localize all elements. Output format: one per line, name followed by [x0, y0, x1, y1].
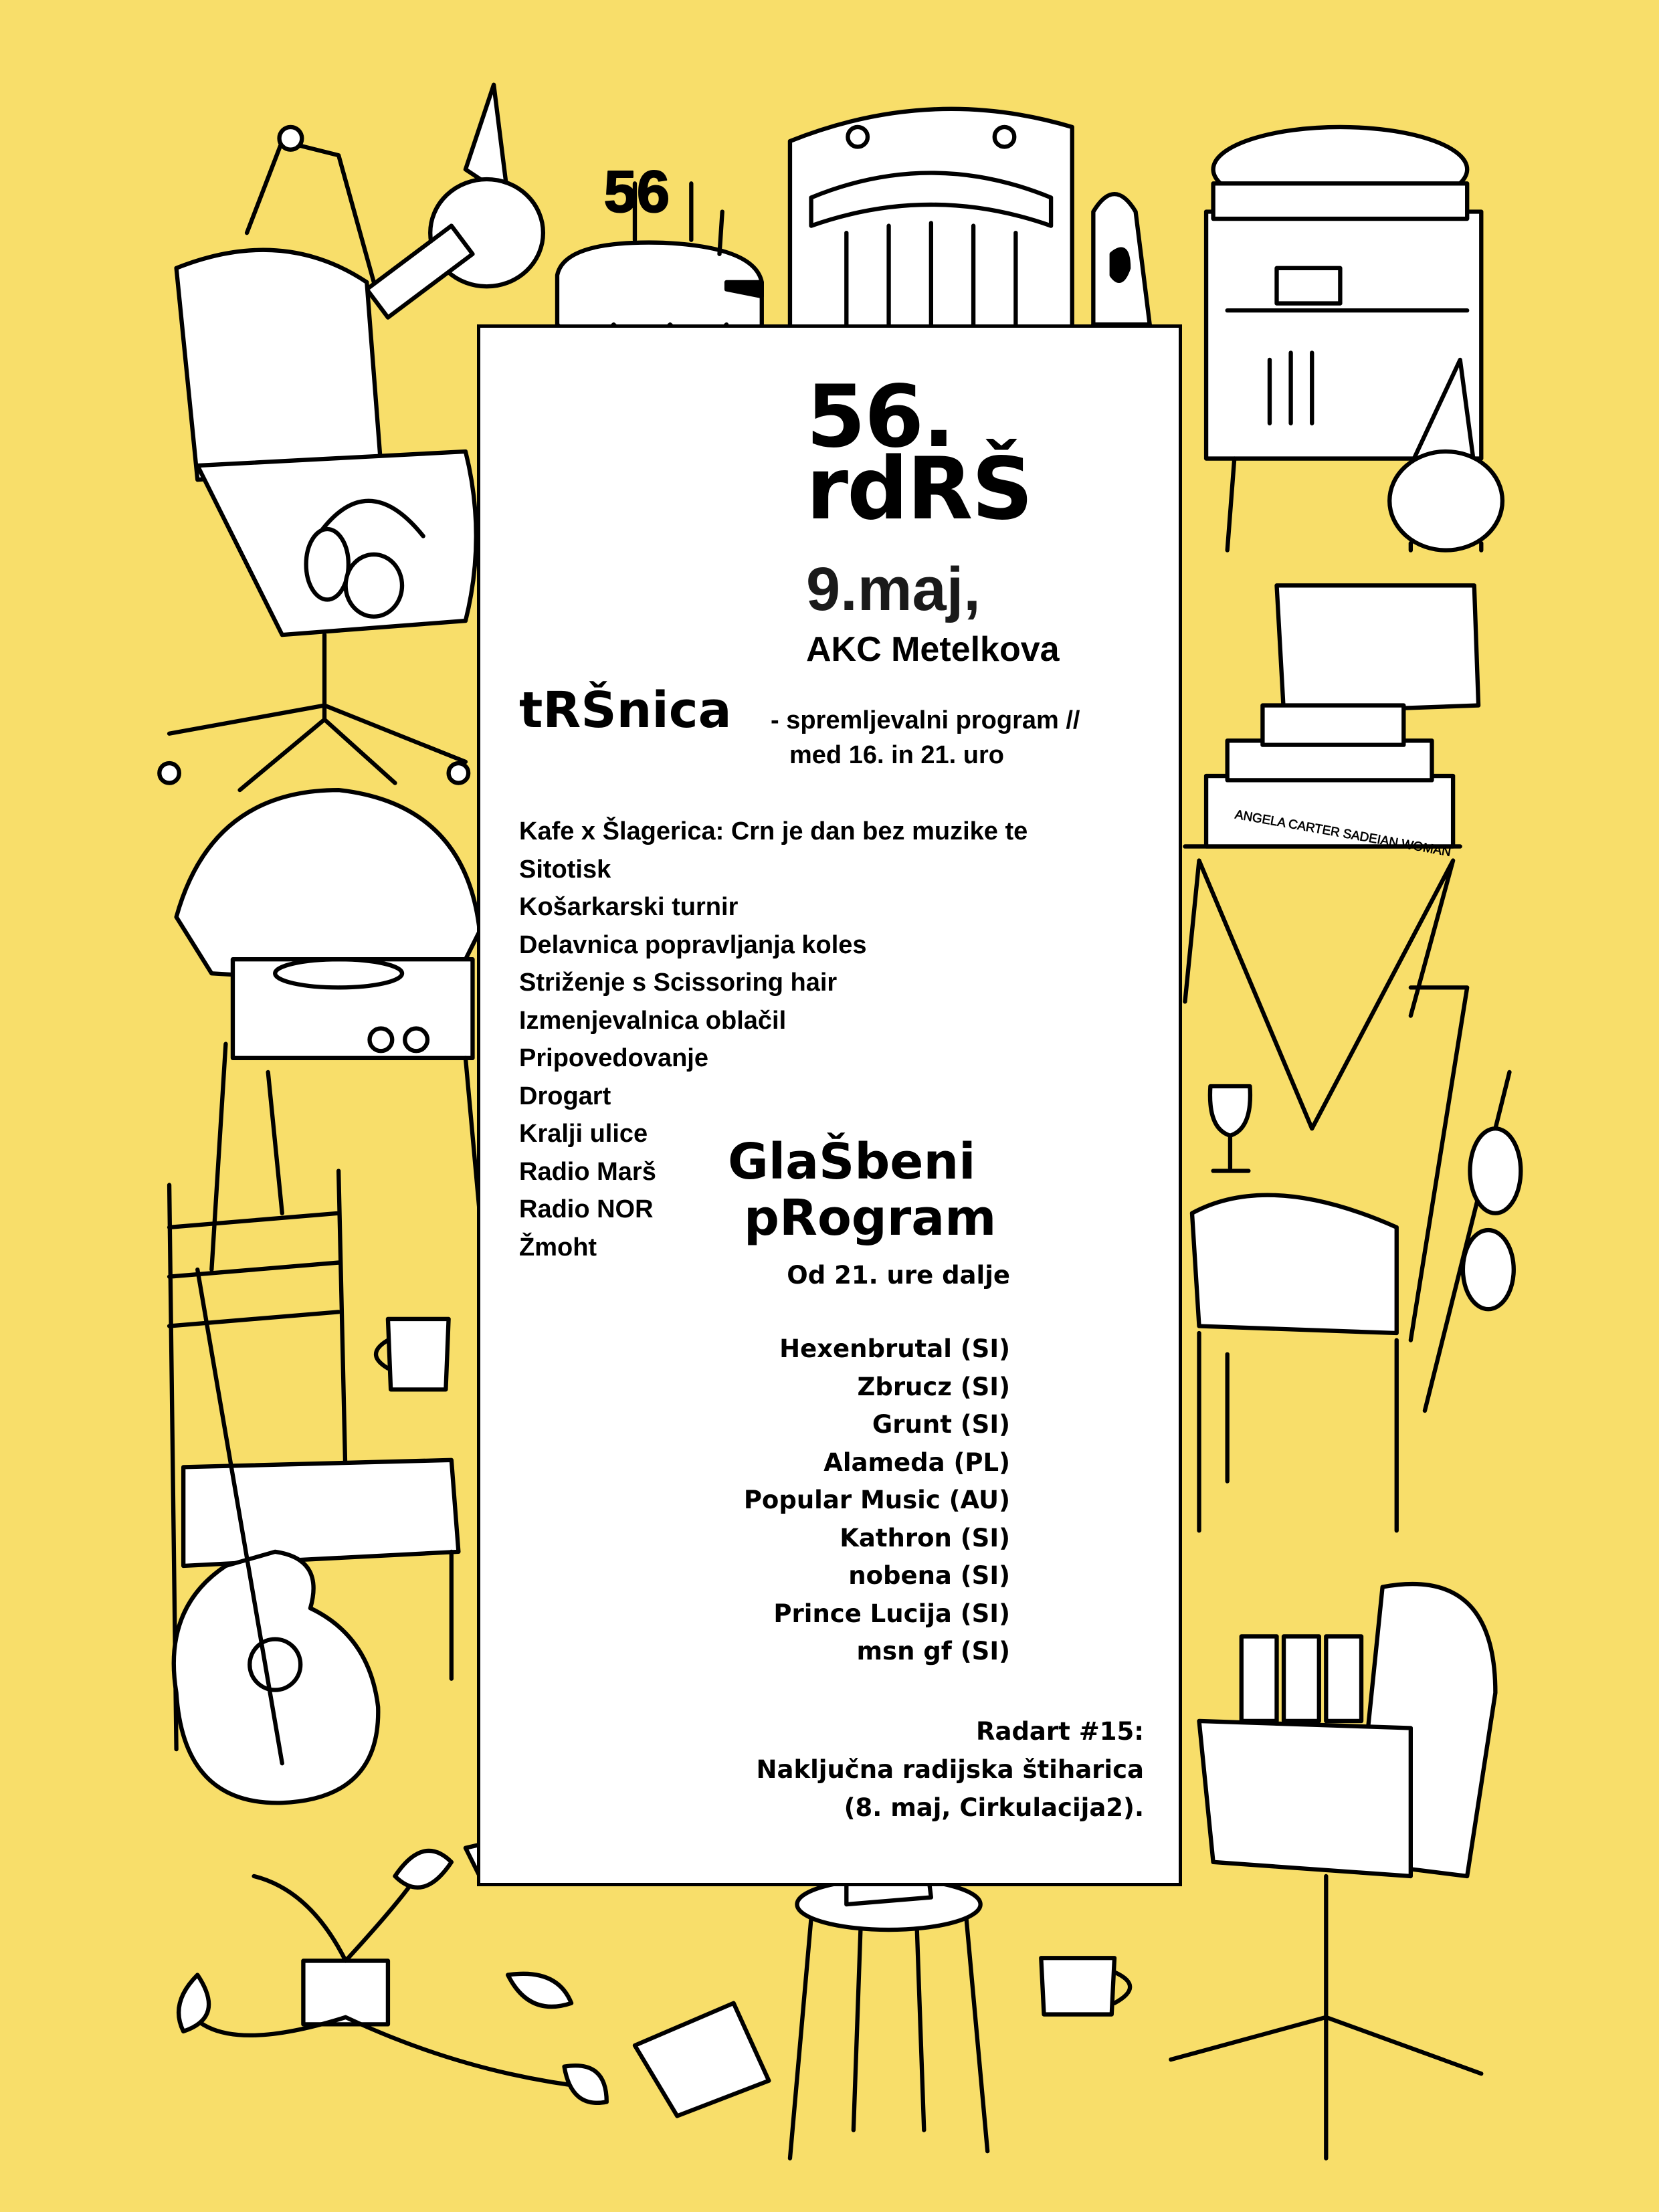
music-program-title-1: GlaŠbeni: [728, 1133, 976, 1191]
logo-line-1: RADIO: [991, 910, 1116, 959]
event-venue: AKC Metelkova: [806, 630, 1060, 669]
list-item: Striženje s Scissoring hair: [519, 969, 838, 997]
office-chair-with-headphones-illustration: [157, 247, 478, 793]
band-item: nobena (SI): [848, 1561, 1010, 1590]
list-item: Sitotisk: [519, 855, 611, 884]
potted-plant-illustration: [177, 1848, 609, 2105]
mug-bottom-illustration: [1039, 1956, 1133, 2017]
band-item: Alameda (PL): [823, 1447, 1010, 1477]
list-item: Radio NOR: [519, 1195, 654, 1223]
record-player-cabinet-illustration: [1203, 124, 1484, 552]
music-program-title-2: pRogram: [744, 1189, 997, 1247]
event-edition: 56.: [806, 367, 955, 467]
band-item: Grunt (SI): [872, 1410, 1010, 1439]
side-program-subtitle: - spremljevalni program //: [771, 706, 1080, 734]
list-item: Košarkarski turnir: [519, 893, 739, 921]
cake-candles-label: 56: [604, 158, 670, 224]
radart-note: Radart #15: Naključna radijska štiharica…: [757, 1717, 1144, 1831]
program-panel: [477, 324, 1182, 1886]
folding-chair-with-books-illustration: ANGELA CARTER SADEIAN WOMAN: [1183, 583, 1481, 1131]
band-item: Popular Music (AU): [743, 1486, 1010, 1514]
band-item: Kathron (SI): [840, 1523, 1010, 1552]
office-chair-with-beer-illustration: [1169, 1582, 1498, 2160]
band-item: msn gf (SI): [856, 1637, 1011, 1666]
chair-with-cat-illustration: [1189, 985, 1523, 1533]
wooden-chair-top-illustration: [787, 106, 1074, 334]
logo-line-3: FM89.3: [987, 996, 1120, 1044]
scattered-papers-illustration: [632, 2001, 771, 2118]
list-item: Drogart: [519, 1082, 611, 1110]
garden-gnome-right-illustration: [1387, 357, 1505, 552]
event-date: 9.maj,: [806, 555, 981, 623]
side-program-title: tRŠnica: [519, 682, 732, 739]
band-item: Zbrucz (SI): [857, 1372, 1011, 1401]
list-item: Izmenjevalnica oblačil: [519, 1006, 787, 1035]
radio-student-logo: RADIO STUDENT FM89.3: [959, 910, 1147, 1044]
side-program-list: Kafe x Šlagerica: Crn je dan bez muzike …: [519, 817, 1028, 1271]
band-item: Hexenbrutal (SI): [779, 1334, 1010, 1363]
band-list: Hexenbrutal (SI) Zbrucz (SI) Grunt (SI) …: [744, 1334, 1010, 1675]
logo-line-2: STUDENT: [960, 953, 1147, 1001]
radart-title: Radart #15:: [975, 1717, 1144, 1746]
list-item: Delavnica popravljanja koles: [519, 930, 867, 959]
mug-left-illustration: [374, 1316, 451, 1392]
list-item: Kralji ulice: [519, 1120, 648, 1148]
ladder-chair-guitar-illustration: [167, 1169, 461, 1805]
radart-details: (8. maj, Cirkulacija2).: [844, 1793, 1144, 1822]
list-item: Kafe x Šlagerica: Crn je dan bez muzike …: [519, 817, 1028, 845]
garden-gnome-microphone-illustration: [244, 82, 546, 320]
band-item: Prince Lucija (SI): [773, 1599, 1010, 1628]
side-program-hours: med 16. in 21. uro: [789, 741, 1004, 769]
stool-with-mask-illustration: [787, 1839, 990, 2160]
list-item: Pripovedovanje: [519, 1044, 708, 1072]
wine-glass-illustration: [1207, 1084, 1253, 1173]
music-program-time: Od 21. ure dalje: [787, 1261, 1010, 1290]
plastic-chair-record-player-illustration: [174, 787, 482, 1272]
radart-subtitle: Naključna radijska štiharica: [756, 1755, 1144, 1784]
list-item: Žmoht: [519, 1233, 597, 1262]
list-item: Radio Marš: [519, 1157, 656, 1186]
event-name: rdRŠ: [806, 439, 1033, 539]
